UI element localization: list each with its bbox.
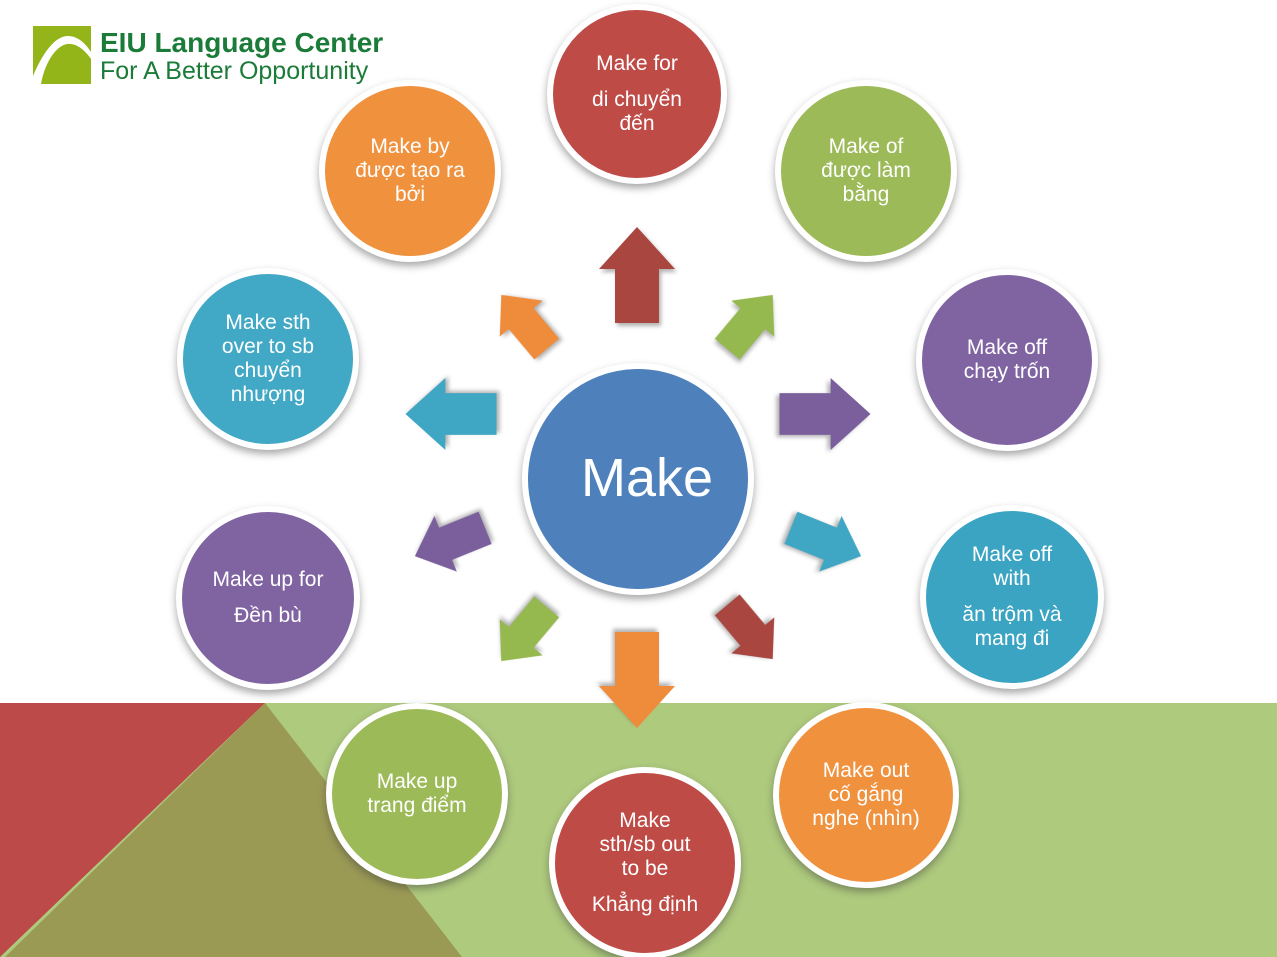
meaning-label: chạy trốn xyxy=(963,360,1051,383)
arrow-left-icon xyxy=(405,378,497,450)
node-make-by: Make by được tạo ra bởi xyxy=(319,80,501,262)
node-make-for: Make for di chuyển đến xyxy=(547,4,727,184)
node-make-center: Make xyxy=(522,363,754,595)
meaning-label: được làm bằng xyxy=(821,159,911,206)
meaning-label: trang điểm xyxy=(367,794,467,817)
node-make-sth-over-to-sb: Make sth over to sb chuyển nhượng xyxy=(177,268,359,450)
node-make-off: Make off chạy trốn xyxy=(916,269,1098,451)
node-make-of: Make of được làm bằng xyxy=(775,80,957,262)
arch-logo-icon xyxy=(33,26,91,84)
phrasal-verb-label: Make for xyxy=(596,52,678,76)
meaning-label: Đền bù xyxy=(234,604,302,627)
phrasal-verb-label: Make by xyxy=(370,135,450,159)
meaning-label: di chuyển đến xyxy=(592,88,682,135)
arrow-up-icon xyxy=(599,227,675,323)
node-make-up-for: Make up for Đền bù xyxy=(176,506,360,690)
arrow-right-icon xyxy=(779,378,871,450)
arrow-down-right-icon xyxy=(714,594,775,660)
phrasal-verb-label: Make up xyxy=(376,770,458,794)
phrasal-verb-label: Make sth/sb out to be xyxy=(599,809,691,880)
meaning-label: Khẳng định xyxy=(591,892,699,916)
phrasal-verb-label: Make off xyxy=(966,336,1048,360)
arrow-down-left-low-icon xyxy=(414,511,492,572)
meaning-label: chuyển nhượng xyxy=(230,359,306,406)
node-make-out: Make out cố gắng nghe (nhìn) xyxy=(773,702,959,888)
arrow-down-right-low-icon xyxy=(784,511,862,572)
logo-subtitle: For A Better Opportunity xyxy=(100,57,369,86)
eiu-logo: EIU Language Center For A Better Opportu… xyxy=(33,26,383,85)
node-make-up: Make up trang điểm xyxy=(326,703,508,885)
meaning-label: ăn trộm và mang đi xyxy=(962,603,1062,650)
phrasal-verb-label: Make sth over to sb xyxy=(221,311,315,359)
meaning-label: cố gắng nghe (nhìn) xyxy=(812,783,920,830)
arrow-down-icon xyxy=(599,632,675,728)
arrow-up-left-icon xyxy=(499,294,560,360)
phrasal-verb-label: Make out xyxy=(822,759,910,783)
node-make-sth-sb-out-to-be: Make sth/sb out to be Khẳng định xyxy=(549,767,741,957)
phrasal-verb-label: Make off with xyxy=(971,543,1053,591)
center-label: Make xyxy=(581,448,714,509)
arrow-down-left-icon xyxy=(499,596,560,662)
arrow-up-right-icon xyxy=(714,294,775,360)
olive-triangle-shape xyxy=(5,703,462,957)
red-triangle-shape xyxy=(0,703,265,957)
phrasal-verb-label: Make up for xyxy=(212,568,324,592)
logo-title: EIU Language Center xyxy=(100,27,384,58)
phrasal-verb-label: Make of xyxy=(828,135,904,159)
node-make-off-with: Make off with ăn trộm và mang đi xyxy=(920,505,1104,689)
logo-text: EIU Language Center For A Better Opportu… xyxy=(100,26,383,85)
meaning-label: được tạo ra bởi xyxy=(355,159,465,206)
